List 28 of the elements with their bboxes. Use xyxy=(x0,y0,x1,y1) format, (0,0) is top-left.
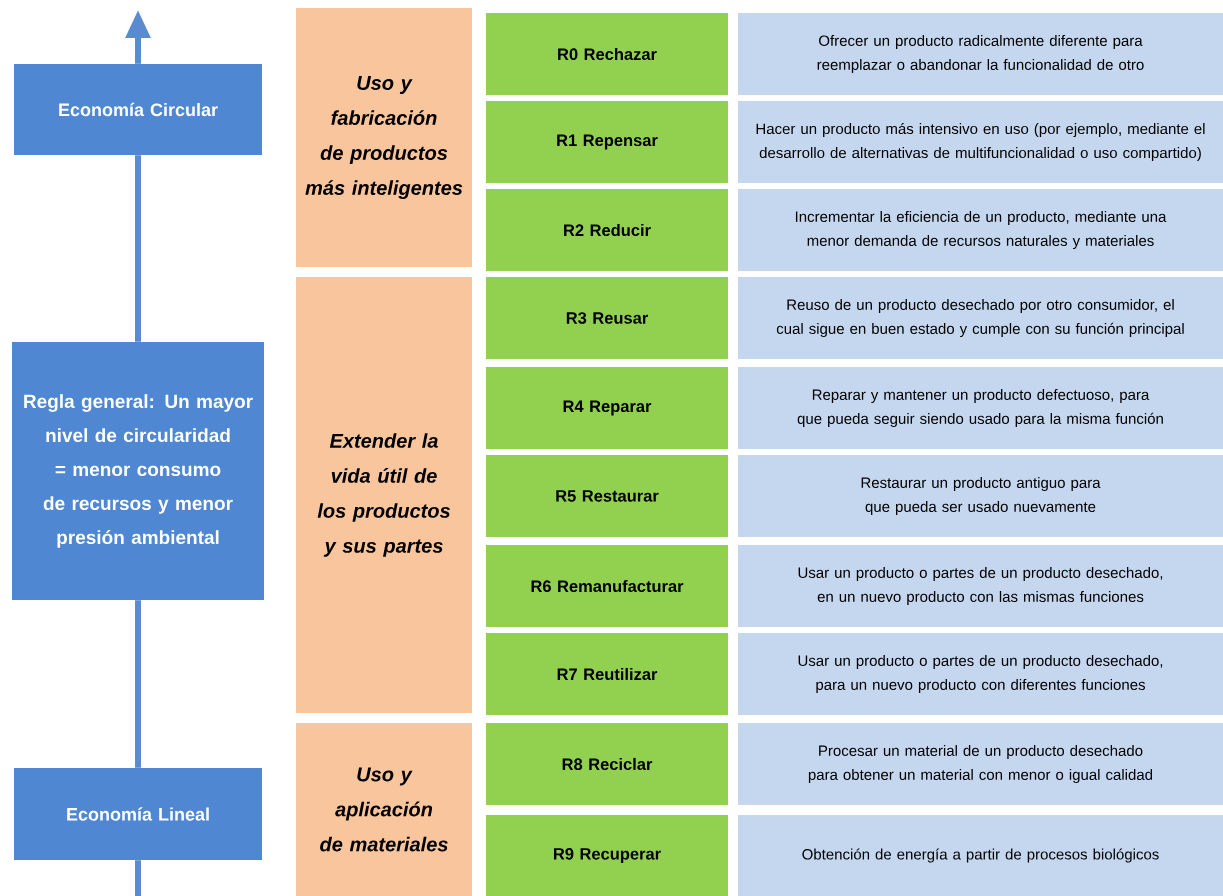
description-box: Reuso de un producto desechado por otro consumidor, el cual sigue en buen estado y cumple con su función principal xyxy=(738,277,1223,359)
description-box: Restaurar un producto antiguo para que pueda ser usado nuevamente xyxy=(738,455,1223,537)
description-box: Usar un producto o partes de un producto desechado, en un nuevo producto con las mismas funciones xyxy=(738,545,1223,627)
description-box: Usar un producto o partes de un producto desechado, para un nuevo producto con diferentes funciones xyxy=(738,633,1223,715)
description-box: Hacer un producto más intensivo en uso (por ejemplo, mediante el desarrollo de alternativas de multifuncionalidad o uso compartido) xyxy=(738,101,1223,183)
strategy-box: R5 Restaurar xyxy=(486,455,728,537)
strategy-box: R9 Recuperar xyxy=(486,815,728,896)
category-box: Extender la vida útil de los productos y sus partes xyxy=(296,277,472,713)
connector-line xyxy=(135,155,141,342)
connector-line xyxy=(135,860,141,896)
strategy-box: R6 Remanufacturar xyxy=(486,545,728,627)
description-box: Procesar un material de un producto desechado para obtener un material con menor o igual calidad xyxy=(738,723,1223,805)
strategy-box: R4 Reparar xyxy=(486,367,728,449)
strategy-box: R7 Reutilizar xyxy=(486,633,728,715)
strategy-box: R3 Reusar xyxy=(486,277,728,359)
connector-line xyxy=(135,600,141,768)
description-box: Ofrecer un producto radicalmente diferente para reemplazar o abandonar la funcionalidad de otro xyxy=(738,13,1223,95)
category-box: Uso y fabricación de productos más inteligentes xyxy=(296,8,472,267)
description-box: Obtención de energía a partir de procesos biológicos xyxy=(738,815,1223,896)
strategy-box: R8 Reciclar xyxy=(486,723,728,805)
level-box: Economía Lineal xyxy=(14,768,262,860)
level-box: Economía Circular xyxy=(14,64,262,155)
strategy-box: R0 Rechazar xyxy=(486,13,728,95)
strategy-box: R2 Reducir xyxy=(486,189,728,271)
category-box: Uso y aplicación de materiales xyxy=(296,723,472,896)
description-box: Reparar y mantener un producto defectuoso, para que pueda seguir siendo usado para la misma función xyxy=(738,367,1223,449)
description-box: Incrementar la eficiencia de un producto, mediante una menor demanda de recursos naturales y materiales xyxy=(738,189,1223,271)
strategy-box: R1 Repensar xyxy=(486,101,728,183)
